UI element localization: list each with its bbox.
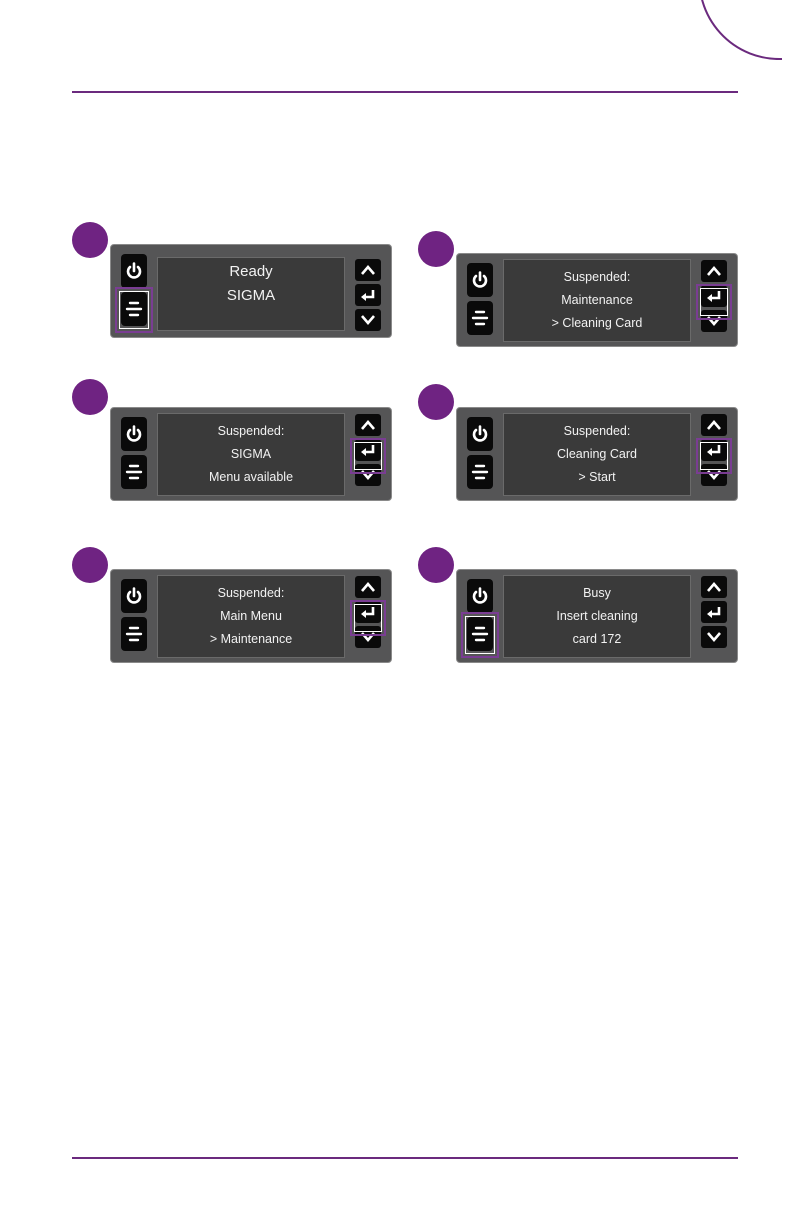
chevron-up-icon	[359, 418, 377, 432]
power-button[interactable]	[121, 254, 147, 288]
page-corner-arc	[0, 0, 792, 60]
step-6-panel: Busy Insert cleaning card 172	[456, 569, 738, 663]
lcd-screen: Suspended: Maintenance > Cleaning Card	[503, 259, 691, 342]
power-button[interactable]	[467, 417, 493, 451]
up-button[interactable]	[701, 576, 727, 598]
power-icon	[470, 586, 490, 606]
screen-line-2: Maintenance	[504, 293, 690, 307]
screen-line-3: > Start	[504, 470, 690, 484]
power-button[interactable]	[467, 263, 493, 297]
lcd-screen: Suspended: Main Menu > Maintenance	[157, 575, 345, 658]
screen-line-3: > Cleaning Card	[504, 316, 690, 330]
menu-button[interactable]	[467, 455, 493, 489]
screen-line-1: Suspended:	[158, 424, 344, 438]
screen-line-1: Ready	[158, 263, 344, 280]
menu-icon	[124, 624, 144, 644]
down-button[interactable]	[701, 626, 727, 648]
enter-icon	[359, 288, 377, 302]
screen-line-2: Insert cleaning	[504, 609, 690, 623]
chevron-up-icon	[705, 418, 723, 432]
menu-button[interactable]	[121, 455, 147, 489]
menu-button[interactable]	[121, 617, 147, 651]
up-button[interactable]	[701, 260, 727, 282]
highlight-frame	[350, 438, 386, 474]
up-button[interactable]	[701, 414, 727, 436]
step-6-badge	[418, 547, 454, 583]
lcd-screen: Suspended: SIGMA Menu available	[157, 413, 345, 496]
screen-line-1: Suspended:	[504, 424, 690, 438]
power-icon	[124, 586, 144, 606]
menu-icon	[470, 308, 490, 328]
up-button[interactable]	[355, 576, 381, 598]
screen-line-2: SIGMA	[158, 447, 344, 461]
highlight-frame	[696, 438, 732, 474]
menu-icon	[470, 462, 490, 482]
step-1-panel: Ready SIGMA	[110, 244, 392, 338]
down-button[interactable]	[355, 309, 381, 331]
power-button[interactable]	[121, 417, 147, 451]
up-button[interactable]	[355, 259, 381, 281]
step-3-panel: Suspended: SIGMA Menu available	[110, 407, 392, 501]
step-4-badge	[418, 384, 454, 420]
lcd-screen: Busy Insert cleaning card 172	[503, 575, 691, 658]
screen-line-2: SIGMA	[158, 287, 344, 304]
screen-line-3: card 172	[504, 632, 690, 646]
screen-line-2: Cleaning Card	[504, 447, 690, 461]
power-icon	[470, 424, 490, 444]
step-4-panel: Suspended: Cleaning Card > Start	[456, 407, 738, 501]
enter-icon	[705, 605, 723, 619]
power-icon	[124, 261, 144, 281]
chevron-down-icon	[705, 630, 723, 644]
menu-icon	[124, 462, 144, 482]
power-icon	[470, 270, 490, 290]
screen-line-3: > Maintenance	[158, 632, 344, 646]
screen-line-3: Menu available	[158, 470, 344, 484]
chevron-down-icon	[359, 313, 377, 327]
chevron-up-icon	[359, 263, 377, 277]
highlight-frame	[461, 612, 499, 658]
power-button[interactable]	[467, 579, 493, 613]
menu-button[interactable]	[467, 301, 493, 335]
screen-line-2: Main Menu	[158, 609, 344, 623]
lcd-screen: Ready SIGMA	[157, 257, 345, 331]
step-5-panel: Suspended: Main Menu > Maintenance	[110, 569, 392, 663]
highlight-frame	[115, 287, 153, 333]
footer-rule	[72, 1157, 738, 1159]
power-button[interactable]	[121, 579, 147, 613]
step-2-badge	[418, 231, 454, 267]
chevron-up-icon	[359, 580, 377, 594]
enter-button[interactable]	[355, 284, 381, 306]
highlight-frame	[350, 600, 386, 636]
chevron-up-icon	[705, 264, 723, 278]
enter-button[interactable]	[701, 601, 727, 623]
screen-line-1: Busy	[504, 586, 690, 600]
up-button[interactable]	[355, 414, 381, 436]
header-rule	[72, 91, 738, 93]
step-3-badge	[72, 379, 108, 415]
step-5-badge	[72, 547, 108, 583]
power-icon	[124, 424, 144, 444]
screen-line-1: Suspended:	[158, 586, 344, 600]
step-2-panel: Suspended: Maintenance > Cleaning Card	[456, 253, 738, 347]
lcd-screen: Suspended: Cleaning Card > Start	[503, 413, 691, 496]
step-1-badge	[72, 222, 108, 258]
chevron-up-icon	[705, 580, 723, 594]
highlight-frame	[696, 284, 732, 320]
screen-line-1: Suspended:	[504, 270, 690, 284]
